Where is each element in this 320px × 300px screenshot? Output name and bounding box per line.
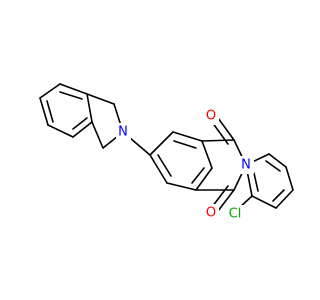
bond <box>39 97 49 126</box>
bond <box>172 131 203 142</box>
bond <box>217 189 235 212</box>
bond-inner <box>211 185 229 208</box>
bond-inner <box>72 117 88 130</box>
atom-label-cl: Cl <box>229 207 242 222</box>
bond <box>86 93 93 123</box>
atom-label-n-isoindoline: N <box>118 125 128 140</box>
bond <box>39 83 61 99</box>
bond-inner <box>265 160 281 172</box>
bond <box>201 140 213 169</box>
bond <box>59 83 88 95</box>
bond-inner <box>211 121 229 145</box>
chemical-structure-drawing: O O N N Cl <box>39 83 294 223</box>
bond <box>149 154 168 184</box>
bond-inner <box>173 140 197 149</box>
atom-label-o-top: O <box>206 109 216 124</box>
bond <box>217 117 235 141</box>
label-bg <box>239 156 254 174</box>
atom-label-n-imide: N <box>241 158 251 173</box>
label-bg <box>203 204 219 222</box>
bond-inner <box>272 189 285 202</box>
bond <box>251 195 277 209</box>
bond-inner <box>46 100 54 123</box>
bond-layer <box>39 83 294 212</box>
label-bg <box>203 107 219 125</box>
bond <box>285 166 294 191</box>
bond <box>72 121 93 138</box>
bond <box>166 182 197 191</box>
bond <box>201 139 235 142</box>
bond-inner <box>157 154 172 177</box>
label-bg <box>225 205 245 223</box>
bond <box>195 167 213 191</box>
atom-label-o-bottom: O <box>206 206 216 221</box>
bond <box>47 124 74 138</box>
bond <box>91 121 104 149</box>
bond-inner <box>253 172 259 192</box>
bond-inner <box>59 91 83 100</box>
bond-inner <box>191 167 205 184</box>
label-bg <box>116 123 131 141</box>
bond <box>275 189 294 209</box>
atom-label-layer: O O N N Cl <box>116 107 254 223</box>
bond <box>86 93 115 105</box>
bond <box>149 131 174 156</box>
bond <box>268 153 287 168</box>
